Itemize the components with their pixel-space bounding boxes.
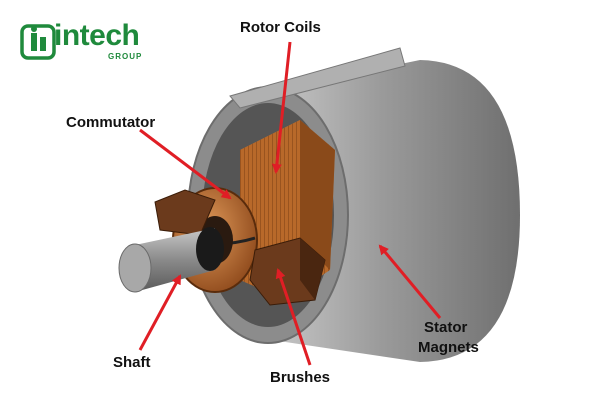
label-commutator: Commutator [66, 114, 156, 131]
logo-mark-icon [20, 24, 56, 60]
label-stator: Stator [424, 319, 468, 336]
intech-logo: intech GROUP [20, 19, 160, 66]
brushes [154, 189, 326, 306]
rotor-coils-arrow [271, 41, 292, 174]
label-magnets: Magnets [418, 339, 479, 356]
label-rotor-coils: Rotor Coils [240, 19, 321, 36]
commutator-arrow [139, 128, 232, 200]
label-brushes: Brushes [270, 369, 331, 386]
logo-wordmark: intech [54, 19, 140, 52]
stator-magnets-arrow [378, 244, 442, 319]
label-shaft: Shaft [113, 354, 151, 371]
shaft [118, 227, 224, 293]
shaft-arrow [138, 274, 182, 351]
brushes-arrow [275, 268, 312, 366]
logo-subtitle: GROUP [108, 52, 143, 61]
